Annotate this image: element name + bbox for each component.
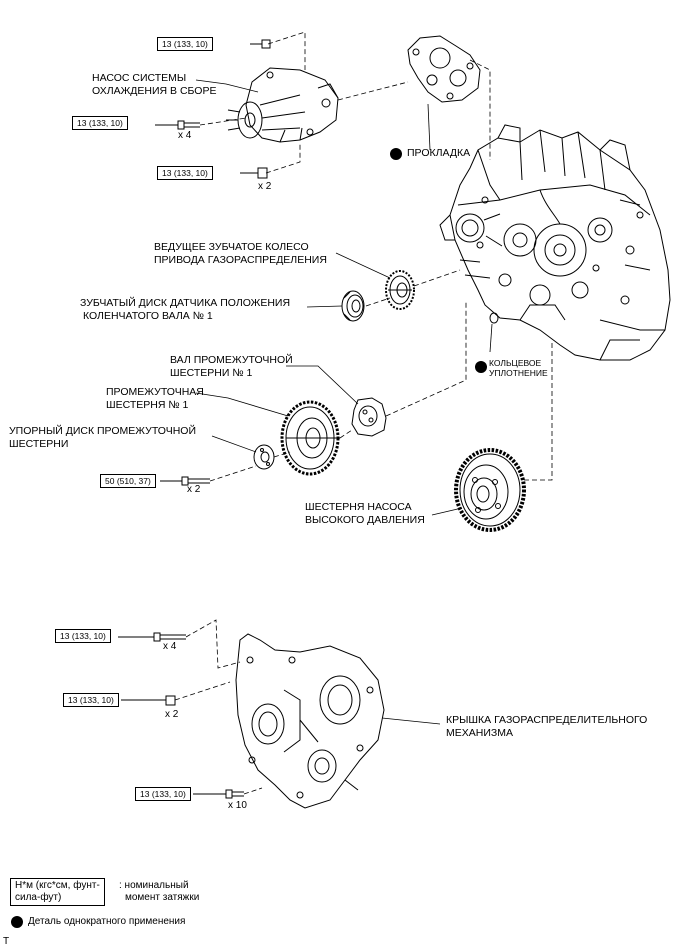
legend-unit-line1: Н*м (кгс*см, фунт- bbox=[15, 880, 100, 891]
idler-shaft-label: ВАЛ ПРОМЕЖУТОЧНОЙ ШЕСТЕРНИ № 1 bbox=[170, 354, 293, 380]
qty-cover-bolts-x10: x 10 bbox=[228, 800, 247, 811]
thrust-plate-drawing bbox=[253, 444, 275, 470]
cover-nuts-x2 bbox=[121, 695, 176, 706]
crank-sensor-plate-drawing bbox=[341, 290, 365, 322]
legend-non-reusable-label: Деталь однократного применения bbox=[28, 916, 186, 927]
pump-nuts-x2 bbox=[240, 167, 268, 179]
torque-spec-cover-nuts: 13 (133, 10) bbox=[63, 693, 119, 707]
o-ring-label-line1: КОЛЬЦЕВОЕ bbox=[489, 358, 542, 368]
o-ring-drawing bbox=[489, 312, 499, 324]
torque-spec-cover-bolts-x10: 13 (133, 10) bbox=[135, 787, 191, 801]
torque-spec-idler-bolts: 50 (510, 37) bbox=[100, 474, 156, 488]
o-ring-label: КОЛЬЦЕВОЕ УПЛОТНЕНИЕ bbox=[489, 358, 548, 378]
gasket-drawing bbox=[407, 35, 481, 103]
gasket-label: ПРОКЛАДКА bbox=[407, 147, 471, 159]
timing-cover-label-line1: КРЫШКА ГАЗОРАСПРЕДЕЛИТЕЛЬНОГО bbox=[446, 714, 648, 726]
torque-spec-pump-nuts: 13 (133, 10) bbox=[157, 166, 213, 180]
legend-unit-description: : номинальный момент затяжки bbox=[119, 880, 199, 904]
idler-bolts-x2 bbox=[160, 476, 210, 486]
torque-spec-cover-bolts: 13 (133, 10) bbox=[55, 629, 111, 643]
timing-cover-drawing bbox=[235, 633, 385, 809]
legend-unit-line2: сила-фут) bbox=[15, 892, 62, 903]
non-reusable-marker-gasket bbox=[390, 148, 402, 160]
idler-gear-label-line2: ШЕСТЕРНЯ № 1 bbox=[106, 399, 189, 411]
water-pump-label-line1: НАСОС СИСТЕМЫ bbox=[92, 72, 187, 84]
pump-gear-label-line2: ВЫСОКОГО ДАВЛЕНИЯ bbox=[305, 514, 425, 526]
thrust-plate-label-line1: УПОРНЫЙ ДИСК ПРОМЕЖУТОЧНОЙ bbox=[9, 425, 197, 437]
qty-pump-nuts: x 2 bbox=[258, 181, 272, 192]
qty-pump-bolts: x 4 bbox=[178, 130, 192, 141]
engine-block bbox=[439, 124, 671, 361]
assembly-dashed-lines bbox=[174, 31, 553, 795]
qty-cover-bolts: x 4 bbox=[163, 641, 177, 652]
camshaft-gear-label: ВЕДУЩЕЕ ЗУБЧАТОЕ КОЛЕСО ПРИВОДА ГАЗОРАСП… bbox=[154, 241, 327, 267]
timing-cover-label-line2: МЕХАНИЗМА bbox=[446, 727, 513, 739]
idler-shaft-drawing bbox=[351, 397, 387, 437]
non-reusable-marker-o-ring bbox=[475, 361, 487, 373]
crank-sensor-plate-label: ЗУБЧАТЫЙ ДИСК ДАТЧИКА ПОЛОЖЕНИЯ КОЛЕНЧАТ… bbox=[80, 297, 290, 323]
pump-gear-label: ШЕСТЕРНЯ НАСОСА ВЫСОКОГО ДАВЛЕНИЯ bbox=[305, 501, 425, 527]
water-pump-label: НАСОС СИСТЕМЫ ОХЛАЖДЕНИЯ В СБОРЕ bbox=[92, 72, 216, 98]
camshaft-gear-label-line1: ВЕДУЩЕЕ ЗУБЧАТОЕ КОЛЕСО bbox=[154, 241, 309, 253]
leader-lines bbox=[195, 79, 493, 725]
torque-spec-pump-bolts: 13 (133, 10) bbox=[72, 116, 128, 130]
idler-gear-label-line1: ПРОМЕЖУТОЧНАЯ bbox=[106, 386, 204, 398]
thrust-plate-label: УПОРНЫЙ ДИСК ПРОМЕЖУТОЧНОЙ ШЕСТЕРНИ bbox=[9, 425, 196, 451]
legend-non-reusable-marker bbox=[11, 916, 23, 928]
camshaft-gear-drawing bbox=[385, 270, 415, 310]
qty-idler-bolts: x 2 bbox=[187, 484, 201, 495]
thrust-plate-label-line2: ШЕСТЕРНИ bbox=[9, 438, 69, 450]
idler-gear-label: ПРОМЕЖУТОЧНАЯ ШЕСТЕРНЯ № 1 bbox=[106, 386, 204, 412]
pump-gear-label-line1: ШЕСТЕРНЯ НАСОСА bbox=[305, 501, 412, 513]
torque-spec-pump-top: 13 (133, 10) bbox=[157, 37, 213, 51]
timing-cover-label: КРЫШКА ГАЗОРАСПРЕДЕЛИТЕЛЬНОГО МЕХАНИЗМА bbox=[446, 714, 647, 740]
pump-gear-drawing bbox=[454, 448, 526, 532]
legend-unit-desc-line1: : номинальный bbox=[119, 880, 189, 891]
idler-shaft-label-line2: ШЕСТЕРНИ № 1 bbox=[170, 367, 253, 379]
idler-gear-drawing bbox=[280, 400, 340, 476]
camshaft-gear-label-line2: ПРИВОДА ГАЗОРАСПРЕДЕЛЕНИЯ bbox=[154, 254, 327, 266]
pump-bolt-top bbox=[250, 39, 271, 49]
cover-bolts-x10 bbox=[193, 789, 244, 799]
legend-unit-desc-line2: момент затяжки bbox=[125, 892, 200, 903]
idler-shaft-label-line1: ВАЛ ПРОМЕЖУТОЧНОЙ bbox=[170, 354, 293, 366]
water-pump-drawing bbox=[226, 67, 339, 143]
water-pump-label-line2: ОХЛАЖДЕНИЯ В СБОРЕ bbox=[92, 85, 217, 97]
crank-sensor-plate-label-line1: ЗУБЧАТЫЙ ДИСК ДАТЧИКА ПОЛОЖЕНИЯ bbox=[80, 297, 291, 309]
pump-bolts-x4 bbox=[155, 120, 200, 130]
legend-unit-box: Н*м (кгс*см, фунт- сила-фут) bbox=[10, 878, 105, 906]
corner-mark: T bbox=[3, 936, 10, 947]
cover-bolts-x4 bbox=[118, 632, 186, 642]
o-ring-label-line2: УПЛОТНЕНИЕ bbox=[489, 368, 548, 378]
crank-sensor-plate-label-line2: КОЛЕНЧАТОГО ВАЛА № 1 bbox=[83, 310, 213, 322]
qty-cover-nuts: x 2 bbox=[165, 709, 179, 720]
